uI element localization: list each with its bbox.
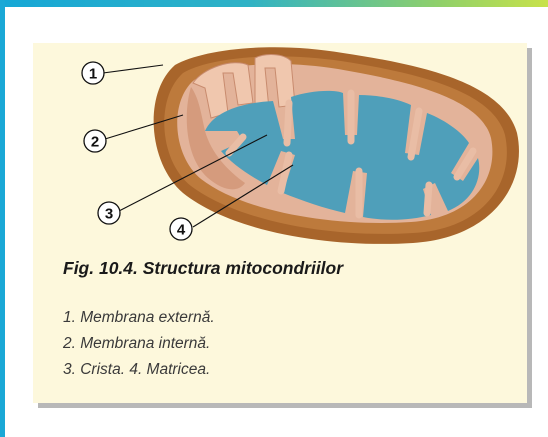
figure-card: 1 2 3 4 Fig. 10.4. Structura mitocondrii…	[33, 43, 527, 403]
legend-item: 3. Crista. 4. Matricea.	[63, 357, 215, 383]
callout-1-label: 1	[89, 66, 97, 83]
mitochondrion-illustration: 1 2 3 4	[33, 43, 527, 253]
left-accent-bar	[0, 0, 5, 437]
callout-3: 3	[98, 202, 120, 224]
legend-item: 2. Membrana internă.	[63, 331, 215, 357]
callout-4-label: 4	[177, 222, 186, 239]
callout-2: 2	[84, 130, 106, 152]
legend-item: 1. Membrana externă.	[63, 305, 215, 331]
figure-legend: 1. Membrana externă. 2. Membrana internă…	[63, 305, 215, 383]
figure-caption: Fig. 10.4. Structura mitocondriilor	[63, 258, 343, 279]
callout-1: 1	[82, 62, 104, 84]
callout-4: 4	[170, 218, 192, 240]
callout-2-label: 2	[91, 134, 99, 151]
top-accent-bar	[0, 0, 548, 7]
callout-3-label: 3	[105, 206, 113, 223]
